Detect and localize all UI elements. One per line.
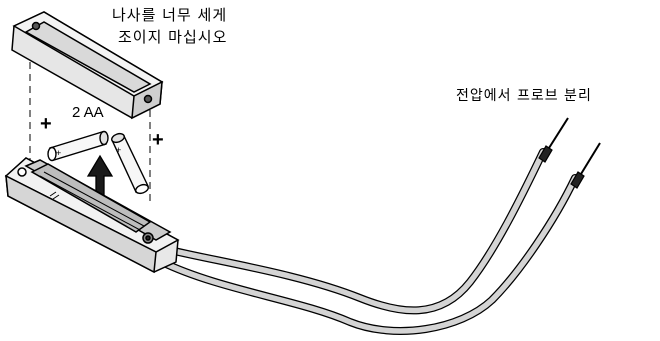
cover-guide-lines — [29, 50, 151, 205]
svg-text:+: + — [116, 145, 121, 155]
plus-left: + — [40, 113, 52, 135]
aa-battery-right: + — [111, 132, 149, 195]
battery-contact-top — [17, 167, 27, 177]
cover-screw-bottom — [143, 94, 153, 104]
battery-cover — [11, 11, 164, 120]
meter-body — [4, 157, 180, 274]
warning-text-line2: 조이지 마십시오 — [118, 28, 228, 46]
battery-type-label: 2 AA — [72, 104, 104, 121]
probe-tip-left — [538, 117, 569, 163]
probe-disconnect-note: 전압에서 프로브 분리 — [456, 88, 592, 104]
cover-screw-top — [31, 21, 41, 31]
aa-battery-left: + — [47, 130, 109, 162]
probe-tip-right — [570, 142, 601, 189]
test-lead-lower — [158, 174, 579, 335]
svg-text:+: + — [56, 148, 61, 158]
test-lead-upper — [166, 148, 547, 315]
plus-right: + — [152, 129, 164, 151]
warning-text-line1: 나사를 너무 세게 — [112, 6, 228, 24]
